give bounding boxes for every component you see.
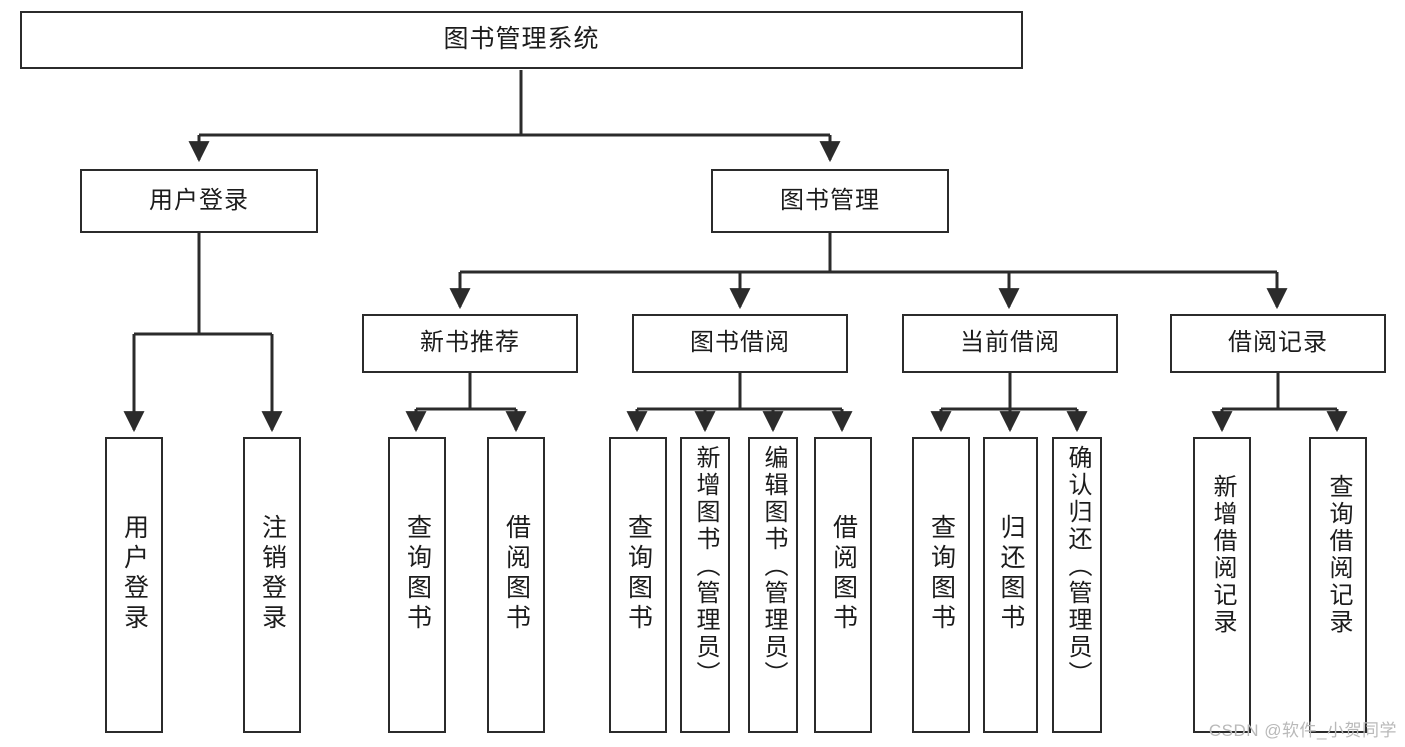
node-label: 归还图书 [997,514,1025,634]
leaf-user-logout[interactable]: 注销登录 [243,437,301,733]
node-root-system[interactable]: 图书管理系统 [20,11,1023,69]
leaf-query-book-2[interactable]: 查询图书 [609,437,667,733]
node-label: 查询图书 [927,514,956,634]
leaf-edit-book[interactable]: 编辑图书（管理员） [748,437,798,733]
leaf-confirm-return[interactable]: 确认归还（管理员） [1052,437,1102,733]
node-label: 借阅图书 [502,514,531,634]
node-label: 图书管理 [780,186,880,214]
node-label: 确认归还（管理员） [1064,445,1091,688]
leaf-borrow-book-2[interactable]: 借阅图书 [814,437,872,733]
csdn-watermark: CSDN @软件_小贺同学 [1208,721,1397,740]
leaf-query-record[interactable]: 查询借阅记录 [1309,437,1367,733]
node-label: 当前借阅 [960,329,1060,357]
node-label: 新增借阅记录 [1209,474,1236,636]
node-label: 用户登录 [149,186,249,214]
node-book-borrow[interactable]: 图书借阅 [632,314,848,373]
node-label: 借阅图书 [829,514,858,634]
node-label: 新书推荐 [420,329,520,357]
node-label: 图书管理系统 [443,25,600,54]
node-borrow-record[interactable]: 借阅记录 [1170,314,1386,373]
leaf-query-book-1[interactable]: 查询图书 [388,437,446,733]
node-book-manage[interactable]: 图书管理 [711,169,949,233]
node-label: 图书借阅 [690,329,790,357]
node-label: 编辑图书（管理员） [760,445,787,688]
leaf-query-book-3[interactable]: 查询图书 [912,437,970,733]
node-current-borrow[interactable]: 当前借阅 [902,314,1118,373]
node-label: 查询图书 [403,514,432,634]
node-new-book-recommend[interactable]: 新书推荐 [362,314,578,373]
node-label: 新增图书（管理员） [692,445,719,688]
leaf-return-book[interactable]: 归还图书 [983,437,1038,733]
node-label: 用户登录 [120,514,149,634]
leaf-borrow-book-1[interactable]: 借阅图书 [487,437,545,733]
node-label: 注销登录 [258,514,287,634]
node-label: 借阅记录 [1228,329,1328,357]
node-user-login[interactable]: 用户登录 [80,169,318,233]
node-label: 查询图书 [624,514,653,634]
leaf-user-login[interactable]: 用户登录 [105,437,163,733]
leaf-add-book[interactable]: 新增图书（管理员） [680,437,730,733]
leaf-add-record[interactable]: 新增借阅记录 [1193,437,1251,733]
node-label: 查询借阅记录 [1325,474,1352,636]
